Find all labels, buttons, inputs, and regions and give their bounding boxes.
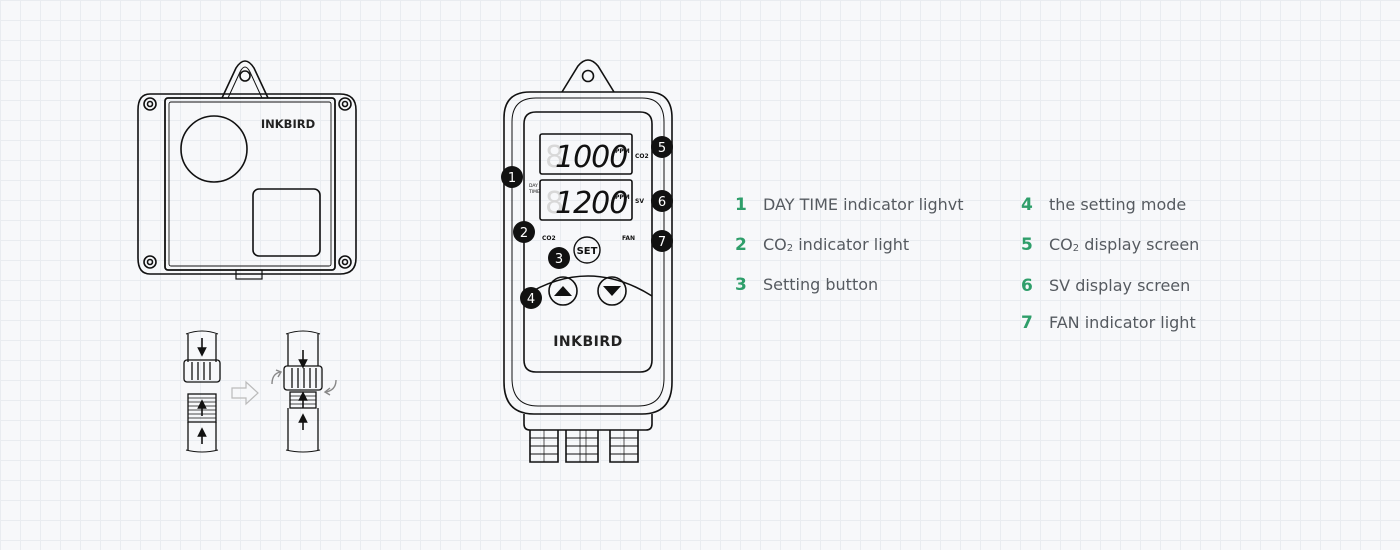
- sensor-brand-logo: INKBIRD: [261, 117, 315, 131]
- marker-4: 4: [520, 287, 542, 309]
- time-label: TIME: [528, 189, 540, 195]
- svg-text:7: 7: [658, 235, 666, 250]
- day-label: DAY: [529, 183, 538, 189]
- svg-text:4: 4: [527, 292, 535, 307]
- sv-side-label: SV: [635, 198, 644, 205]
- sv-display-value: 1200: [555, 186, 627, 221]
- legend-item-6: 6 SV display screen: [1021, 276, 1191, 296]
- set-button-label: SET: [577, 246, 598, 257]
- legend-item-5: 5 CO2 display screen: [1021, 235, 1200, 255]
- marker-6: 6: [651, 190, 673, 212]
- up-arrow-icon: [554, 286, 572, 296]
- ghost-digit-top: 8: [545, 140, 564, 175]
- marker-7: 7: [651, 230, 673, 252]
- svg-text:2: 2: [520, 226, 528, 241]
- co2-display-value: 1000: [555, 140, 627, 175]
- unit-label-top: PPM: [615, 148, 630, 155]
- svg-text:1: 1: [508, 171, 516, 186]
- legend-item-7: 7 FAN indicator light: [1021, 313, 1196, 333]
- svg-text:6: 6: [658, 195, 666, 210]
- device-brand-logo: INKBIRD: [553, 334, 623, 350]
- controller-device: [503, 59, 673, 463]
- down-arrow-icon: [603, 286, 621, 296]
- marker-1: 1: [501, 166, 523, 188]
- fan-indicator-label: FAN: [622, 235, 635, 242]
- svg-text:5: 5: [658, 141, 666, 156]
- legend-item-4: 4 the setting mode: [1021, 195, 1187, 215]
- legend-item-1: 1 DAY TIME indicator lighvt: [735, 195, 964, 215]
- sensor-box: [137, 60, 357, 280]
- marker-2: 2: [513, 221, 535, 243]
- transition-arrow-icon: [231, 380, 259, 406]
- co2-side-label: CO2: [635, 153, 649, 160]
- marker-5: 5: [651, 136, 673, 158]
- ghost-digit-bottom: 8: [545, 186, 564, 221]
- co2-indicator-label: CO2: [542, 235, 556, 242]
- unit-label-bottom: PPM: [615, 194, 630, 201]
- legend-item-3: 3 Setting button: [735, 275, 879, 295]
- legend-item-2: 2 CO2 indicator light: [735, 235, 910, 255]
- marker-3: 3: [548, 247, 570, 269]
- rotate-arrow-icons: [271, 369, 337, 396]
- svg-text:3: 3: [555, 252, 563, 267]
- hose-connector-right: [283, 330, 323, 453]
